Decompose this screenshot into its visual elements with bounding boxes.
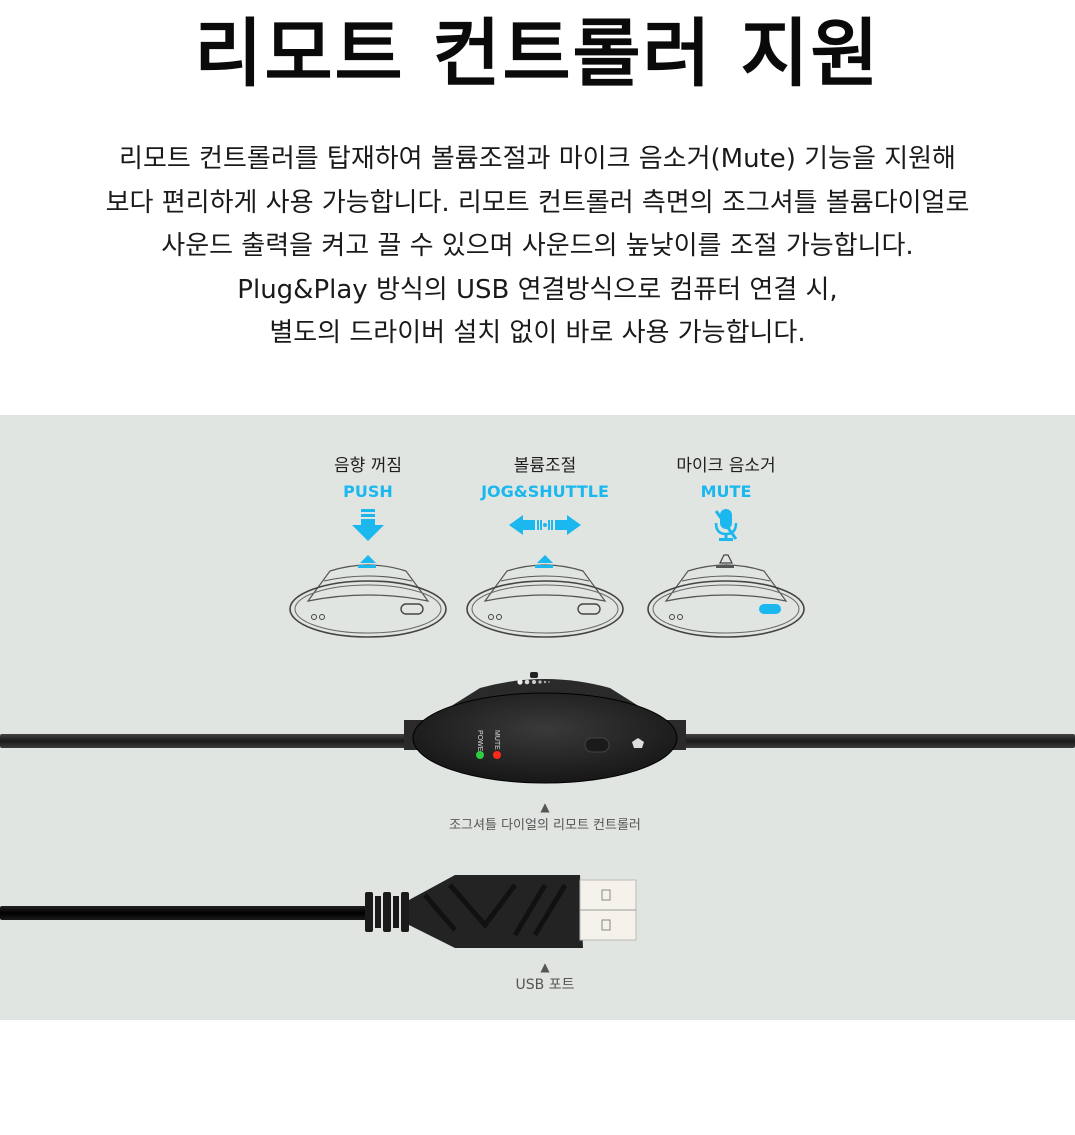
usb-caption-text: USB 포트 — [515, 977, 575, 993]
left-right-arrows-icon — [509, 515, 581, 535]
step-push: 음향 꺼짐 PUSH — [268, 453, 468, 639]
description-line: 별도의 드라이버 설치 없이 바로 사용 가능합니다. — [269, 318, 806, 348]
usb-cable — [0, 906, 370, 920]
remote-mute-diagram-icon — [647, 554, 805, 638]
remote-push-diagram-icon — [289, 555, 447, 638]
remote-controller: POWER MUTE — [400, 670, 690, 785]
step-label: 마이크 음소거 — [676, 456, 776, 476]
usb-plug-icon — [365, 875, 637, 948]
description-line: 사운드 출력을 켜고 끌 수 있으며 사운드의 높낮이를 조절 가능합니다. — [161, 231, 914, 261]
mute-led-icon — [493, 751, 501, 759]
mute-button[interactable] — [584, 737, 610, 753]
remote-controller-icon: POWER MUTE — [404, 672, 686, 784]
description-line: Plug&Play 방식의 USB 연결방식으로 컴퓨터 연결 시, — [237, 274, 838, 305]
step-action: MUTE — [700, 482, 752, 501]
description-line: 리모트 컨트롤러를 탑재하여 볼륨조절과 마이크 음소거(Mute) 기능을 지… — [119, 144, 956, 174]
step-label: 볼륨조절 — [513, 456, 577, 476]
step-jog-shuttle: 볼륨조절 JOG&SHUTTLE — [445, 453, 645, 639]
usb-caption: ▲ USB 포트 — [445, 960, 645, 994]
product-illustration-panel: 음향 꺼짐 PUSH 볼륨조절 JOG&SHUTTLE — [0, 415, 1075, 1020]
remote-caption: ▲ 조그셔틀 다이얼의 리모트 컨트롤러 — [395, 800, 695, 833]
step-mute: 마이크 음소거 MUTE — [626, 453, 826, 639]
power-led-icon — [476, 751, 484, 759]
step-action: PUSH — [343, 482, 393, 501]
step-label: 음향 꺼짐 — [334, 456, 402, 476]
led-mute-label: MUTE — [493, 730, 500, 750]
cable-left — [0, 734, 410, 748]
description: 리모트 컨트롤러를 탑재하여 볼륨조절과 마이크 음소거(Mute) 기능을 지… — [0, 138, 1075, 356]
up-triangle-icon: ▲ — [540, 800, 550, 814]
push-down-arrow-icon — [352, 509, 384, 541]
mic-mute-glyph-icon — [632, 738, 644, 748]
up-triangle-icon: ▲ — [540, 960, 550, 974]
page-title: 리모트 컨트롤러 지원 — [194, 11, 881, 97]
remote-caption-text: 조그셔틀 다이얼의 리모트 컨트롤러 — [449, 818, 641, 833]
led-power-label: POWER — [476, 730, 483, 756]
cable-right — [680, 734, 1075, 748]
step-action: JOG&SHUTTLE — [481, 482, 609, 501]
description-line: 보다 편리하게 사용 가능합니다. 리모트 컨트롤러 측면의 조그셔틀 볼륨다이… — [105, 187, 970, 218]
remote-jog-diagram-icon — [466, 555, 624, 638]
usb-connector — [355, 870, 645, 955]
microphone-mute-icon — [714, 509, 738, 541]
